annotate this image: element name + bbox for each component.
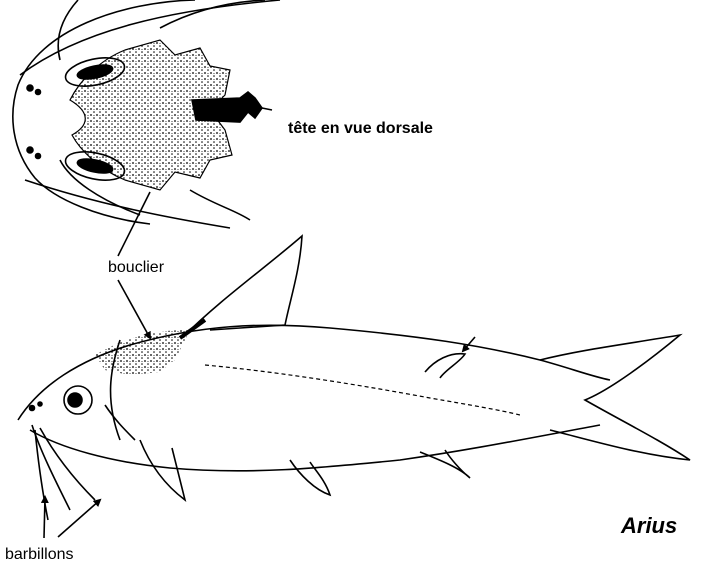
pelvic-fin (290, 460, 330, 495)
fish-lateral-view (18, 236, 690, 520)
lateral-pupil (68, 393, 82, 407)
barbel-pointer-left (44, 497, 45, 538)
head-view-label: tête en vue dorsale (288, 120, 433, 138)
caudal-fin (540, 335, 690, 460)
lateral-line (205, 365, 520, 415)
lateral-pectoral-fin (140, 440, 185, 500)
anal-fin (420, 450, 470, 478)
shield-pointer-bottom (118, 280, 150, 338)
lateral-shield (95, 330, 190, 375)
body-outline-lower (30, 425, 600, 471)
shield-label: bouclier (108, 259, 164, 277)
barbel-3 (35, 430, 48, 520)
head-dorsal-view (13, 0, 280, 228)
adipose-fin (425, 354, 465, 378)
barbel-1 (32, 425, 70, 510)
body-outline-upper (18, 325, 610, 420)
barbels-label: barbillons (5, 546, 73, 564)
pectoral-lower (190, 190, 250, 220)
barbel-pointer-right (58, 500, 100, 537)
genus-label: Arius (621, 513, 677, 539)
